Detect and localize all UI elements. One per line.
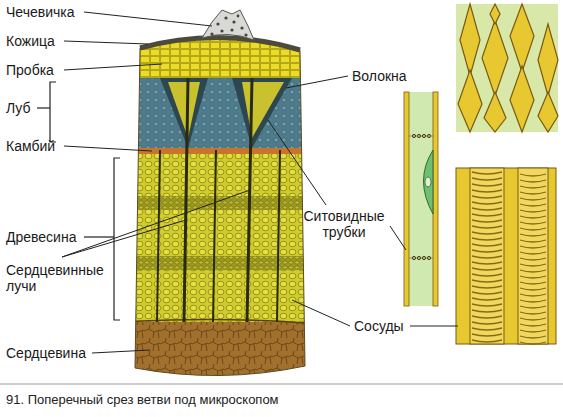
vessel-ring [472, 328, 546, 332]
leader-line [62, 12, 458, 353]
part-label: Волокна [352, 68, 407, 84]
vessel-ring [472, 286, 546, 290]
vessel-ring [472, 190, 546, 194]
part-label: Камбий [6, 138, 55, 154]
part-label: Древесина [6, 229, 76, 245]
vessel-ring [472, 172, 546, 176]
vessel-ring [472, 334, 546, 338]
bracket [37, 82, 120, 320]
vessel-ring [472, 280, 546, 284]
part-label: Ситовидные трубки [296, 208, 392, 240]
caption-rule [0, 384, 563, 385]
vessel-ring [472, 262, 546, 266]
vessel-ring [472, 220, 546, 224]
part-label: Чечевичка [6, 4, 75, 20]
vessel-ring [472, 250, 546, 254]
vessel-ring [472, 256, 546, 260]
vessel-ring [472, 322, 546, 326]
vessel-ring [472, 304, 546, 308]
part-label: Сердцевинные лучи [6, 262, 112, 294]
part-label: Сосуды [354, 318, 404, 334]
sieve-tube-inset [404, 92, 438, 306]
vessel-ring [472, 340, 546, 344]
vessel-ring [472, 208, 546, 212]
part-label: Пробка [6, 62, 54, 78]
part-label: Луб [6, 100, 31, 116]
vessel-ring [472, 292, 546, 296]
vessel-ring [472, 202, 546, 206]
vessel-ring [472, 238, 546, 242]
vessel-ring [472, 178, 546, 182]
vessel-ring [472, 310, 546, 314]
vessel-ring [472, 298, 546, 302]
part-label: Кожица [6, 33, 55, 49]
vessel-ring [472, 184, 546, 188]
vessel-ring [472, 196, 546, 200]
vessel-ring [472, 214, 546, 218]
vessel-ring [472, 268, 546, 272]
vessel-ring [472, 316, 546, 320]
vessels-inset [456, 168, 556, 344]
part-label: Сердцевина [6, 345, 86, 361]
vessel-ring [472, 232, 546, 236]
vessel-ring [472, 226, 546, 230]
figure-caption: 91. Поперечный срез ветви под микроскопо… [6, 392, 279, 408]
vessel-ring [472, 244, 546, 248]
vessel-ring [472, 274, 546, 278]
fibers-inset [456, 4, 558, 132]
lenticel [202, 10, 254, 40]
section-layers [120, 20, 320, 392]
